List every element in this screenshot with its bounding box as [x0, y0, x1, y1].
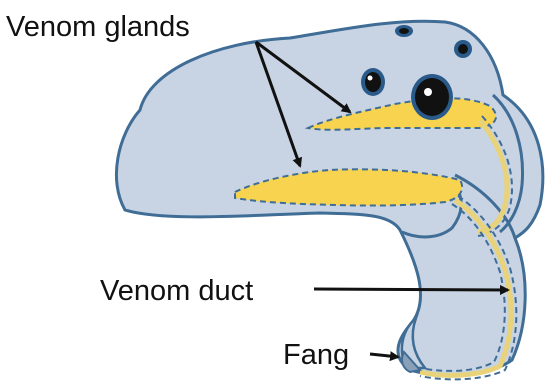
eye-medium: [361, 68, 385, 96]
label-venom-duct: Venom duct: [100, 275, 253, 307]
arrow-fang: [370, 354, 398, 357]
eye-large: [411, 74, 453, 120]
eye-small-right: [454, 40, 472, 58]
label-venom-glands: Venom glands: [6, 11, 190, 43]
eye-small-top: [395, 25, 413, 37]
label-fang: Fang: [283, 339, 349, 371]
arrow-venom-duct: [314, 289, 508, 290]
